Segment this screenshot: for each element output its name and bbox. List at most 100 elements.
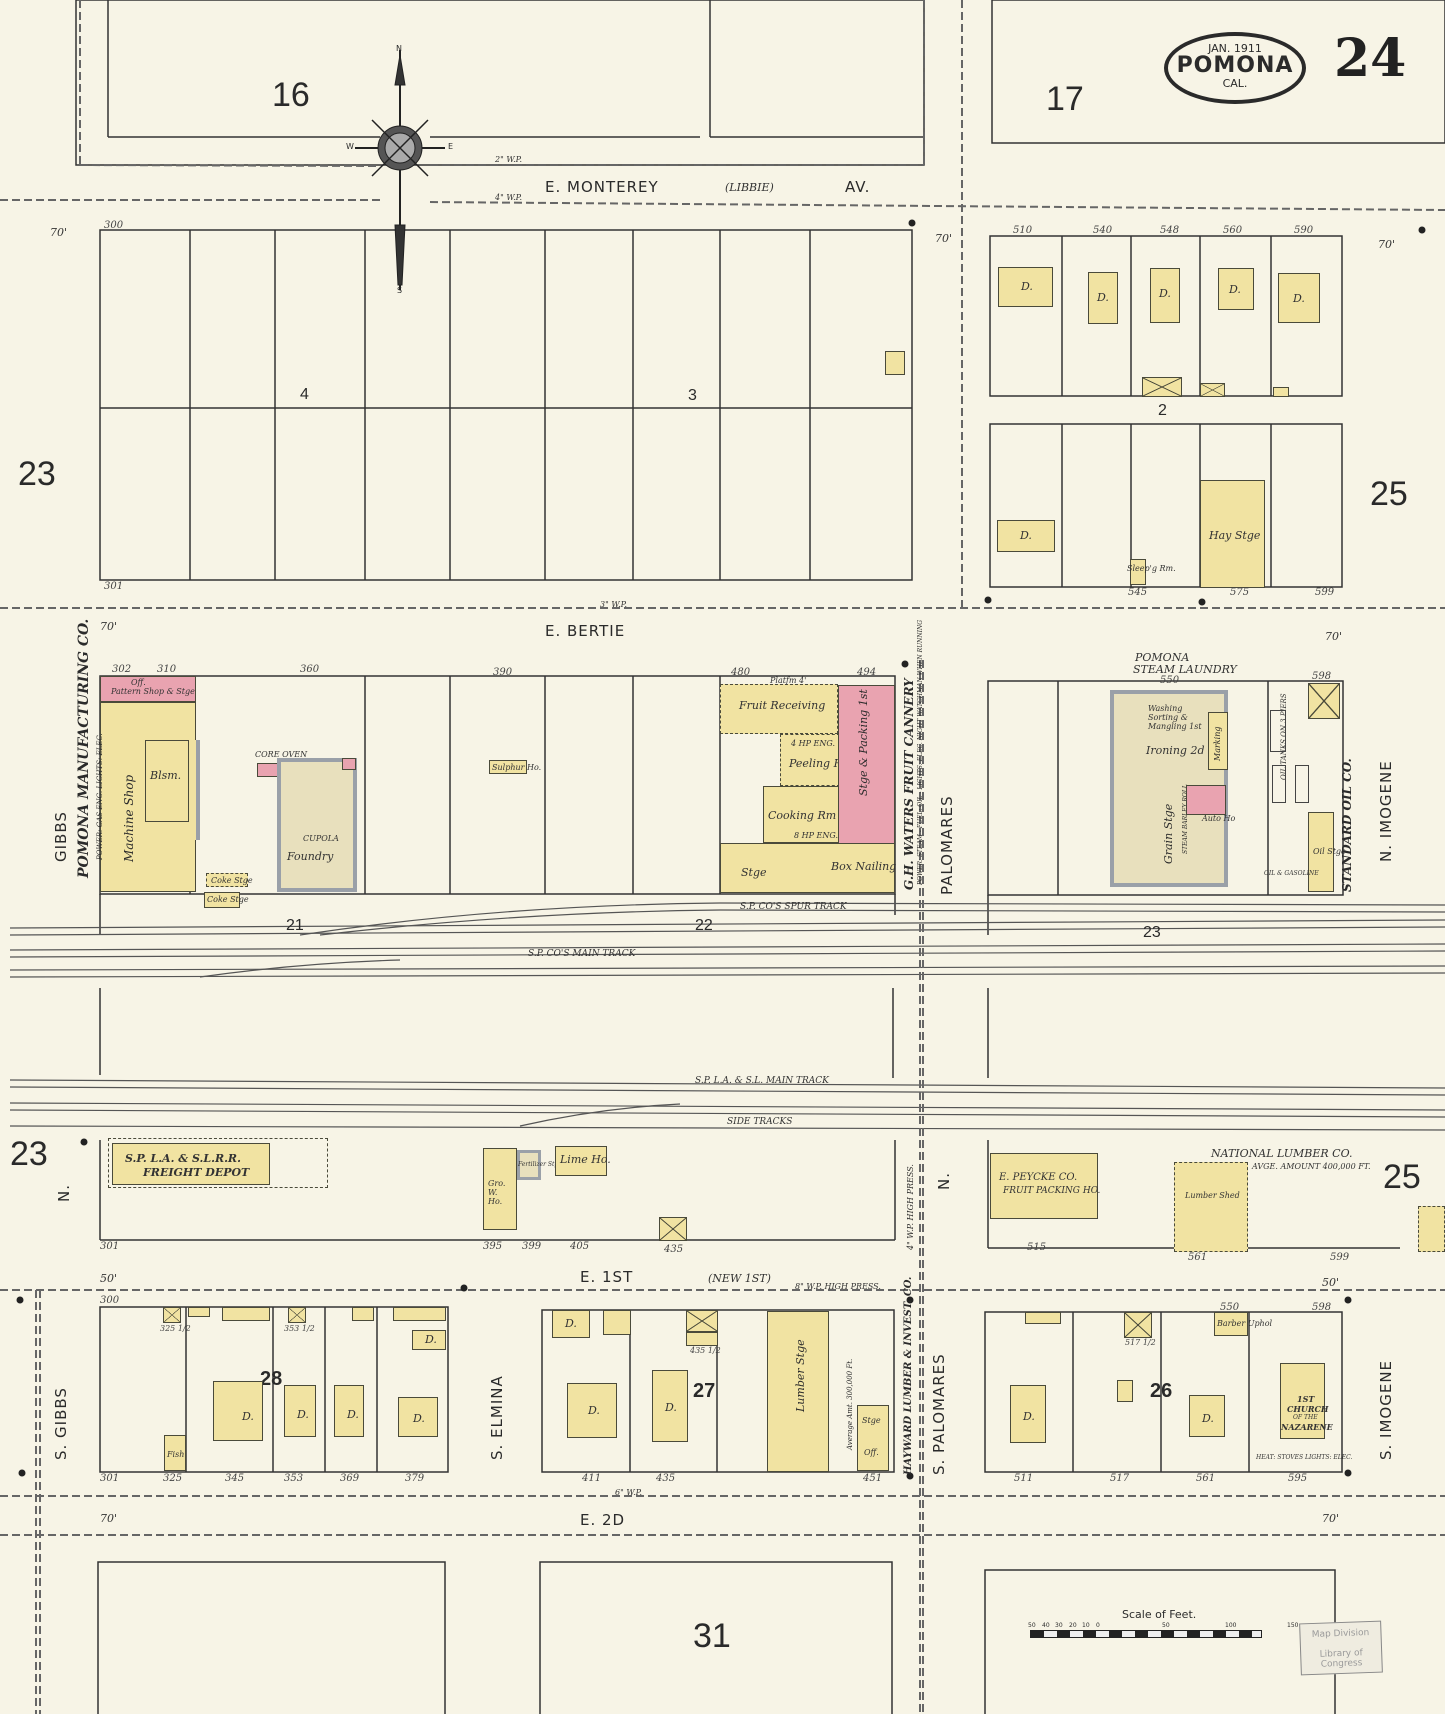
address: 310: [157, 664, 177, 675]
track-line: [9, 926, 1445, 936]
fruit-receiving: Fruit Receiving: [720, 684, 838, 734]
badge-state: CAL.: [1222, 77, 1248, 90]
crossover: [199, 959, 401, 978]
scale-tick: 150: [1287, 1622, 1299, 1629]
address: 598: [1312, 671, 1332, 682]
library-of-congress-stamp: Map Division Library of Congress: [1299, 1620, 1383, 1676]
boiler-room: [1186, 785, 1226, 815]
street-n-mark-left: N.: [55, 1184, 73, 1202]
track-label-main: S.P. CO'S MAIN TRACK: [528, 949, 636, 959]
address: 301: [104, 581, 124, 592]
blocks-4-3-outline: [99, 229, 913, 581]
address: 345: [225, 1473, 245, 1484]
auto-shed: [1142, 377, 1182, 397]
address: 301: [100, 1473, 120, 1484]
water-main-palomares: 4" W.P. HIGH PRESS.: [906, 1164, 915, 1250]
spur-track: [299, 902, 1445, 936]
storage-office: Stge Off.: [857, 1405, 889, 1471]
street-monterey-suffix: AV.: [845, 178, 871, 196]
street-monterey-alt: (LIBBIE): [725, 181, 774, 194]
lime-house: Lime Ho.: [555, 1146, 611, 1176]
water-main-bertie: 3" W.P.: [600, 600, 627, 609]
address: 494: [857, 667, 877, 678]
block-number-2: 2: [1158, 402, 1167, 419]
address: 480: [731, 667, 751, 678]
address: 390: [493, 667, 513, 678]
address: 300: [100, 1295, 120, 1306]
lumber-storage: Lumber Stge: [767, 1311, 829, 1472]
church-heat-label: HEAT: STOVES LIGHTS: ELEC.: [1256, 1454, 1353, 1461]
dwelling: D.: [1150, 268, 1180, 323]
freight-depot: S.P. L.A. & S.L.R.R. FREIGHT DEPOT: [112, 1143, 270, 1185]
address: 540: [1093, 225, 1113, 236]
compass-e: E: [448, 142, 454, 151]
address: 550: [1220, 1302, 1240, 1313]
hayward-lumber-label: HAYWARD LUMBER & INVEST. CO.: [903, 1276, 914, 1475]
scale-tick: 100: [1225, 1622, 1237, 1629]
block-number-25-top: 25: [1370, 475, 1408, 513]
address: 411: [582, 1473, 602, 1484]
water-main-first: 8" W.P. HIGH PRESS.: [795, 1282, 881, 1291]
marking-room: Marking: [1208, 712, 1228, 770]
street-e-bertie: E. BERTIE: [545, 622, 626, 640]
block-number-23-top: 23: [18, 455, 56, 493]
dwelling: D.: [213, 1381, 263, 1441]
dwelling: D.: [1189, 1395, 1225, 1437]
scale-tick: 10: [1082, 1622, 1090, 1629]
block-number-3: 3: [688, 387, 697, 404]
coke-storage-2: Coke Stge: [204, 892, 249, 908]
dwelling: D.: [284, 1385, 316, 1437]
crossover: [519, 1103, 681, 1127]
national-lumber-label: NATIONAL LUMBER CO.: [1211, 1147, 1353, 1160]
dwelling: D.: [412, 1330, 446, 1350]
address: 435: [664, 1244, 684, 1255]
address: 325 1/2: [160, 1324, 191, 1333]
dwelling: D.: [997, 520, 1055, 552]
compass-w: W: [346, 142, 354, 151]
national-lumber-avg: AVGE. AMOUNT 400,000 FT.: [1252, 1162, 1371, 1171]
oil-tank: [1272, 765, 1286, 803]
title-badge: JAN. 1911 POMONA CAL.: [1164, 32, 1306, 104]
street-width: 70': [1322, 1512, 1340, 1525]
dwelling: [1117, 1380, 1133, 1402]
dwelling: D.: [652, 1370, 688, 1442]
small-brick-building: [342, 758, 356, 770]
address: 300: [104, 220, 124, 231]
core-oven: [257, 763, 279, 777]
address: 561: [1188, 1252, 1208, 1263]
track-line: [9, 1102, 1445, 1111]
track-line: [9, 965, 1445, 971]
address: 511: [1014, 1473, 1034, 1484]
street-s-elmina: S. ELMINA: [488, 1375, 506, 1460]
scale-tick: 50: [1162, 1622, 1170, 1629]
peycke-packing-house: E. PEYCKE CO. FRUIT PACKING HO.: [990, 1153, 1100, 1219]
address: 590: [1294, 225, 1314, 236]
address: 302: [112, 664, 132, 675]
pomona-manufacturing-label: POMONA MANUFACTURING CO.: [76, 618, 92, 878]
lumber-pile: [1418, 1206, 1445, 1252]
street-s-imogene: S. IMOGENE: [1377, 1359, 1395, 1460]
address: 325: [163, 1473, 183, 1484]
scale-bar: [1030, 1630, 1262, 1638]
street-s-palomares: S. PALOMARES: [930, 1353, 948, 1475]
hay-storage: Hay Stge: [1200, 480, 1265, 588]
address: 561: [1196, 1473, 1216, 1484]
sleeping-room: Sleep'g Rm.: [1127, 559, 1176, 585]
address: 435: [656, 1473, 676, 1484]
address: 598: [1312, 1302, 1332, 1313]
cannery-sub: POWER: STEAM - FUEL: OIL - LIGHTS: ELEC.…: [917, 619, 924, 885]
address: 353: [284, 1473, 304, 1484]
address: 595: [1288, 1473, 1308, 1484]
address: 399: [522, 1241, 542, 1252]
track-line: [9, 972, 1445, 978]
sulphur-house: Sulphur Ho.: [489, 760, 541, 774]
barber-upholstery: Barber Uphol: [1214, 1312, 1272, 1336]
blacksmith-shop: Blsm.: [145, 740, 189, 822]
street-e-second: E. 2D: [580, 1511, 626, 1529]
block-number-17: 17: [1046, 80, 1084, 118]
scale-tick: 40: [1042, 1622, 1050, 1629]
